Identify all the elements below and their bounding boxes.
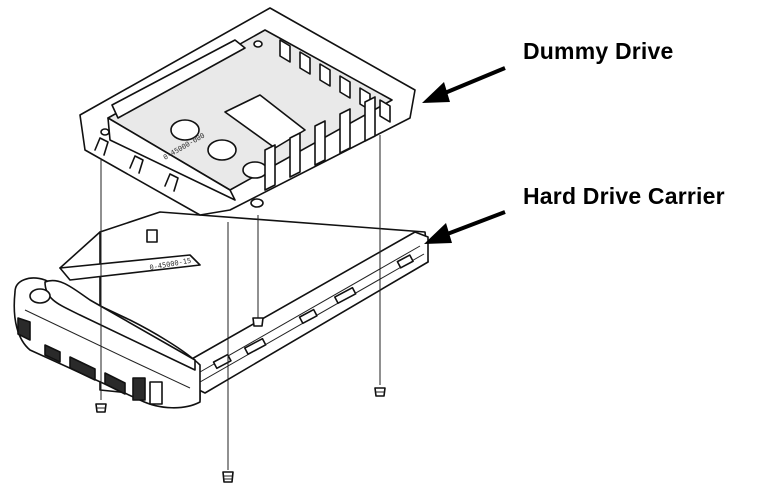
dummy-drive-hole: [242, 161, 268, 179]
dummy-drive-inner-slot: [224, 94, 306, 149]
dummy-drive-arrow: [439, 66, 506, 97]
bezel-vent: [69, 356, 96, 381]
bezel-latch-2: [149, 381, 163, 405]
carrier-left-edge: [59, 231, 101, 269]
dummy-notch: [129, 155, 144, 174]
rail-slot: [243, 337, 267, 356]
carrier-front-bezel: [13, 277, 201, 409]
alignment-lines: [100, 135, 381, 470]
bezel-ridge: [24, 309, 191, 389]
dummy-notch: [94, 137, 109, 156]
rail-slot: [396, 254, 414, 269]
carrier-back-edge: [59, 254, 201, 281]
hard-drive-carrier: 0-45000-15: [13, 211, 429, 409]
dummy-notch: [164, 173, 179, 192]
dummy-pin: [253, 40, 263, 48]
release-button: [29, 288, 51, 304]
dummy-pin: [100, 128, 110, 136]
dummy-drive-hole: [207, 139, 237, 161]
bezel-vent: [44, 344, 61, 363]
carrier-arrow: [441, 210, 506, 238]
dummy-drive-label: Dummy Drive: [523, 38, 674, 64]
dummy-drive-divider: [111, 39, 246, 119]
bezel-latch: [132, 377, 146, 401]
dummy-drive-arrowhead: [422, 82, 450, 103]
rail-slot: [212, 353, 232, 370]
dummy-drive: 0-45000-000: [79, 7, 416, 216]
bezel-vent: [104, 372, 126, 395]
dummy-drive-vents: [264, 39, 391, 191]
arrow-icon: [422, 66, 506, 244]
dummy-screw-boss: [250, 198, 264, 208]
carrier-rail-groove: [199, 245, 421, 373]
carrier-floor-tab: [146, 229, 158, 243]
hard-drive-carrier-label: Hard Drive Carrier: [523, 183, 725, 209]
bezel-vent: [17, 317, 31, 341]
dummy-drive-hole: [170, 119, 200, 141]
carrier-arrowhead: [424, 223, 452, 244]
rail-slot: [298, 308, 318, 325]
screw-icon: [95, 317, 386, 483]
rail-slot: [333, 286, 357, 305]
